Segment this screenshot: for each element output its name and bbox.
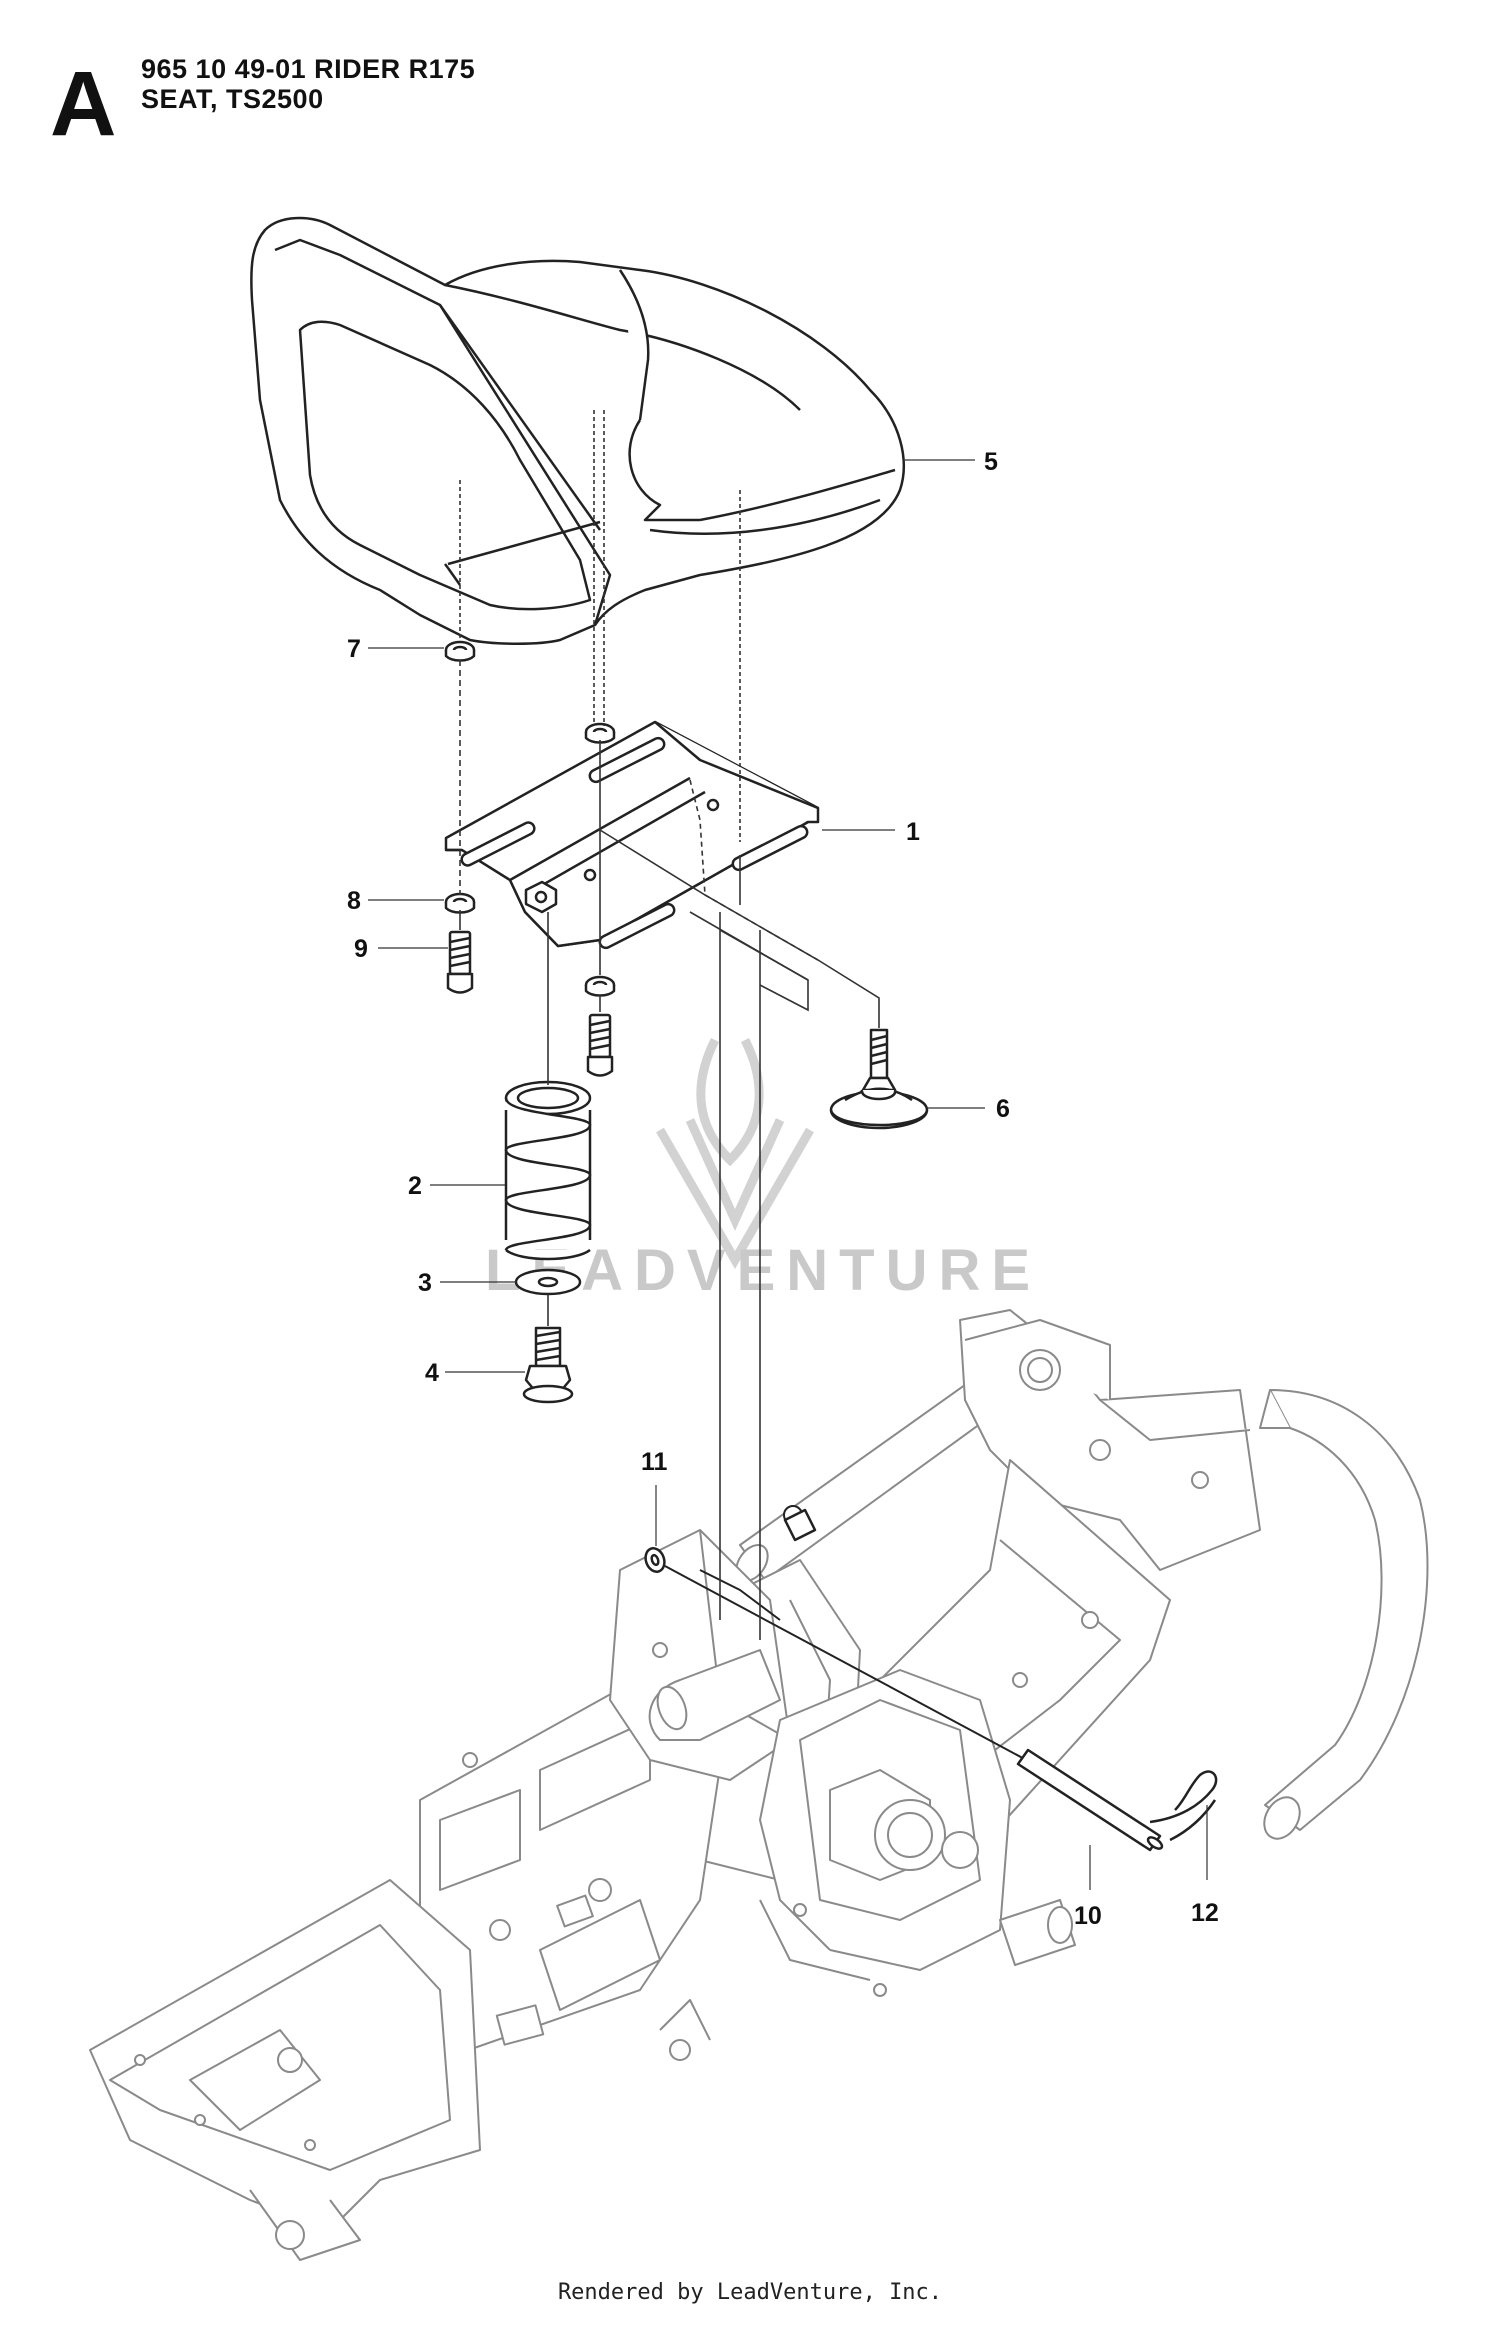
rider-frame — [89, 1309, 1429, 2261]
callout-8: 8 — [347, 887, 361, 915]
callout-6: 6 — [996, 1095, 1010, 1123]
knob — [829, 1028, 929, 1130]
model-title: 965 10 49-01 RIDER R175 — [141, 54, 476, 84]
clip-11 — [644, 1547, 666, 1573]
seat — [250, 216, 905, 645]
spring — [504, 1080, 592, 1261]
washer-3 — [514, 1268, 582, 1296]
footer-credit: Rendered by LeadVenture, Inc. — [557, 2280, 943, 2305]
bolt-4 — [522, 1326, 574, 1404]
assembly-title: SEAT, TS2500 — [141, 84, 324, 114]
seat-assembly — [250, 216, 1218, 1852]
section-letter: A — [50, 53, 117, 155]
callout-11: 11 — [641, 1448, 668, 1476]
seat-plate — [444, 720, 820, 950]
callout-3: 3 — [418, 1269, 432, 1297]
screw-lower-center — [586, 1013, 614, 1077]
washer-8 — [444, 892, 476, 914]
callout-1: 1 — [906, 818, 920, 846]
watermark: LEADVENTURE — [485, 1037, 1041, 1303]
seat-mount-lugs — [699, 1508, 817, 1621]
washer-7 — [444, 640, 476, 662]
assembly-lines — [459, 410, 880, 1640]
leader-lines — [368, 459, 1208, 1890]
screw-9 — [446, 930, 474, 994]
pin-10 — [664, 1505, 1164, 1852]
callout-4: 4 — [425, 1359, 439, 1387]
hairpin-cotter-12 — [1149, 1770, 1218, 1842]
callout-2: 2 — [408, 1172, 422, 1200]
callout-10: 10 — [1074, 1902, 1102, 1930]
callout-9: 9 — [354, 935, 368, 963]
washer-upper-center — [584, 722, 616, 744]
callout-12: 12 — [1191, 1899, 1219, 1927]
callouts: 1 2 3 4 5 6 7 8 9 10 11 12 — [347, 448, 1219, 1930]
watermark-text: LEADVENTURE — [485, 1238, 1041, 1303]
callout-5: 5 — [984, 448, 998, 476]
watermark-logo-icon — [656, 1037, 814, 1270]
callout-7: 7 — [347, 635, 361, 663]
washer-lower-center — [584, 975, 616, 997]
